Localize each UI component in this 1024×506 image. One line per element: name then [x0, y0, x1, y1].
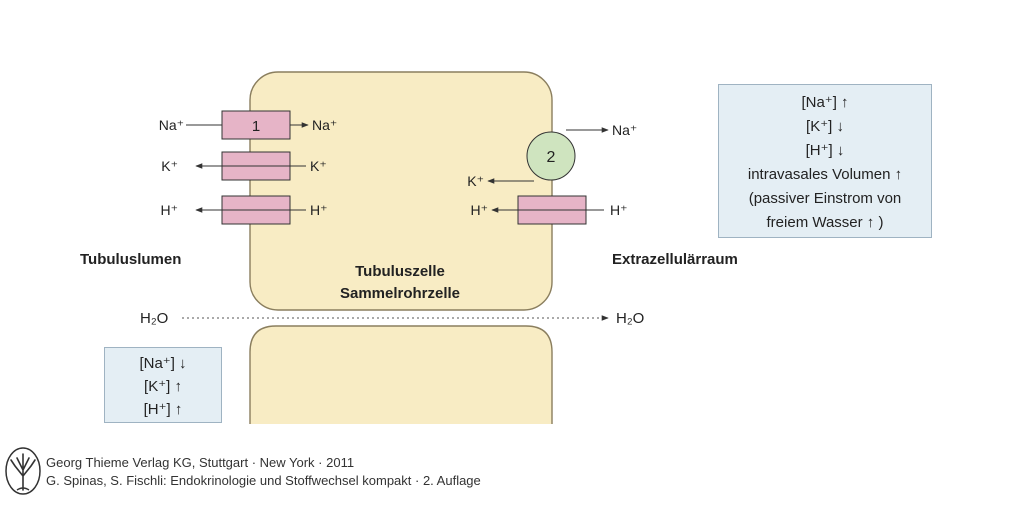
cell-title-line1: Tubuluszelle: [355, 263, 445, 280]
effect-line: [K⁺] ↑: [144, 378, 182, 395]
publisher-credit: Georg Thieme Verlag KG, Stuttgart · New …: [46, 455, 355, 470]
effect-line: [Na⁺] ↓: [139, 355, 187, 372]
effect-line: freiem Wasser ↑ ): [766, 214, 884, 231]
transporter-2-label: 2: [547, 149, 556, 166]
na-cell-label: Na⁺: [312, 117, 337, 133]
h-ecs-label: H⁺: [610, 202, 628, 218]
lumen-label: Tubuluslumen: [80, 251, 181, 268]
transporter-2: [526, 131, 576, 181]
effect-line: (passiver Einstrom von: [748, 190, 902, 207]
k-cell-right-label: K⁺: [467, 173, 484, 189]
effect-line: [H⁺] ↑: [143, 401, 183, 418]
h-lumen-label: H⁺: [161, 202, 179, 218]
effect-line: [K⁺] ↓: [806, 118, 844, 135]
tubule-cell: [249, 71, 553, 311]
na-lumen-label: Na⁺: [159, 117, 184, 133]
effect-line: [Na⁺] ↑: [801, 94, 849, 111]
water-lumen-label: H₂O: [140, 310, 168, 327]
book-credit: G. Spinas, S. Fischli: Endokrinologie un…: [46, 473, 481, 488]
neighbor-cell: [249, 325, 553, 424]
effect-line: [H⁺] ↓: [805, 142, 845, 159]
water-ecs-label: H₂O: [616, 310, 644, 327]
lumen-effects-box: [Na⁺] ↓ [K⁺] ↑ [H⁺] ↑: [104, 347, 222, 423]
h-cell-label: H⁺: [310, 202, 328, 218]
na-ecs-label: Na⁺: [612, 122, 637, 138]
k-lumen-label: K⁺: [161, 158, 178, 174]
transporter-1: [221, 110, 291, 140]
effect-line: intravasales Volumen ↑: [747, 166, 903, 183]
thieme-tree-logo: [5, 447, 41, 495]
extracellular-effects-box: [Na⁺] ↑ [K⁺] ↓ [H⁺] ↓ intravasales Volum…: [718, 84, 932, 238]
cell-title-line2: Sammelrohrzelle: [340, 285, 460, 302]
h-cell-right-label: H⁺: [471, 202, 489, 218]
extracellular-label: Extrazellulärraum: [612, 251, 738, 268]
transporter-1-label: 1: [252, 118, 260, 135]
k-cell-label: K⁺: [310, 158, 327, 174]
